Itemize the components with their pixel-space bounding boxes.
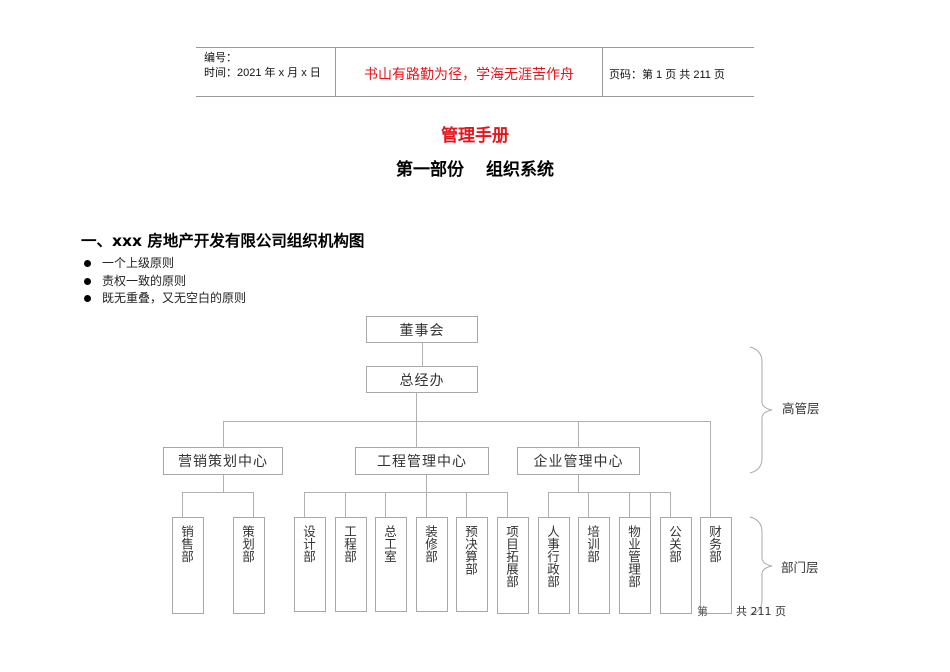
org-node-department: 总工室 <box>375 517 407 612</box>
connector-line <box>578 474 579 492</box>
section-heading: 一、xxx 房地产开发有限公司组织机构图 <box>81 232 365 250</box>
org-node-department: 销售部 <box>172 517 204 614</box>
org-node-department: 公关部 <box>660 517 692 614</box>
document-subtitle: 第一部份 组织系统 <box>0 155 950 180</box>
header-page-label: 页码：第 1 页 共 211 页 <box>609 69 725 81</box>
org-node-department: 物业管理部 <box>619 517 651 614</box>
connector-line <box>182 492 254 493</box>
part-label: 第一部份 <box>396 160 464 180</box>
footer-partial: 第 <box>697 605 708 618</box>
footer-page-count: 第 共 211 页 <box>697 603 786 619</box>
connector-line <box>670 492 671 517</box>
org-node-department: 装修部 <box>416 517 448 612</box>
connector-line <box>578 421 579 447</box>
connector-line <box>466 492 467 517</box>
list-item: 责权一致的原则 <box>84 273 246 291</box>
connector-line <box>223 421 224 447</box>
connector-line <box>223 474 224 492</box>
list-item: 一个上级原则 <box>84 255 246 273</box>
footer-total: 共 211 页 <box>736 605 786 618</box>
org-node-enterprise-center: 企业管理中心 <box>517 447 640 475</box>
header-divider <box>602 48 603 97</box>
principles-list: 一个上级原则 责权一致的原则 既无重叠，又无空白的原则 <box>84 255 246 308</box>
connector-line <box>588 492 589 517</box>
document-title: 管理手册 <box>441 126 509 146</box>
connector-line <box>548 492 650 493</box>
connector-line <box>182 492 183 517</box>
org-node-department: 工程部 <box>335 517 367 612</box>
layer-label-senior: 高管层 <box>782 401 820 416</box>
org-node-department: 策划部 <box>233 517 265 614</box>
brace-icon <box>749 516 773 616</box>
connector-line <box>650 492 670 493</box>
org-node-department: 预决算部 <box>456 517 488 612</box>
connector-line <box>223 421 711 422</box>
connector-line <box>345 492 346 517</box>
header-divider <box>335 48 336 97</box>
layer-label-department: 部门层 <box>781 560 819 575</box>
connector-line <box>650 492 651 517</box>
org-node-engineering-center: 工程管理中心 <box>355 447 489 475</box>
connector-line <box>304 492 305 517</box>
brace-icon <box>749 346 773 474</box>
document-header: 编号： 时间：2021 年 x 月 x 日 书山有路勤为径，学海无涯苦作舟 页码… <box>196 47 754 97</box>
org-node-marketing-center: 营销策划中心 <box>163 447 283 475</box>
date-label: 时间：2021 年 x 月 x 日 <box>204 67 321 79</box>
org-node-department: 财务部 <box>700 517 732 614</box>
org-node-department: 项目拓展部 <box>497 517 529 614</box>
org-node-board: 董事会 <box>366 316 478 343</box>
org-node-department: 设计部 <box>294 517 326 612</box>
connector-line <box>416 421 417 447</box>
org-node-gm: 总经办 <box>366 366 478 393</box>
connector-line <box>629 492 630 517</box>
connector-line <box>253 492 254 517</box>
org-node-department: 人事行政部 <box>538 517 570 614</box>
connector-line <box>422 342 423 367</box>
org-node-department: 培训部 <box>578 517 610 614</box>
connector-line <box>416 392 417 421</box>
number-label: 编号： <box>204 52 237 64</box>
connector-line <box>304 492 508 493</box>
connector-line <box>426 474 427 517</box>
header-meta: 编号： 时间：2021 年 x 月 x 日 <box>204 51 321 81</box>
list-item: 既无重叠，又无空白的原则 <box>84 290 246 308</box>
header-motto: 书山有路勤为径，学海无涯苦作舟 <box>364 67 574 83</box>
connector-line <box>385 492 386 517</box>
part-name: 组织系统 <box>486 160 554 180</box>
connector-line <box>507 492 508 517</box>
connector-line <box>548 492 549 517</box>
connector-line <box>710 421 711 517</box>
